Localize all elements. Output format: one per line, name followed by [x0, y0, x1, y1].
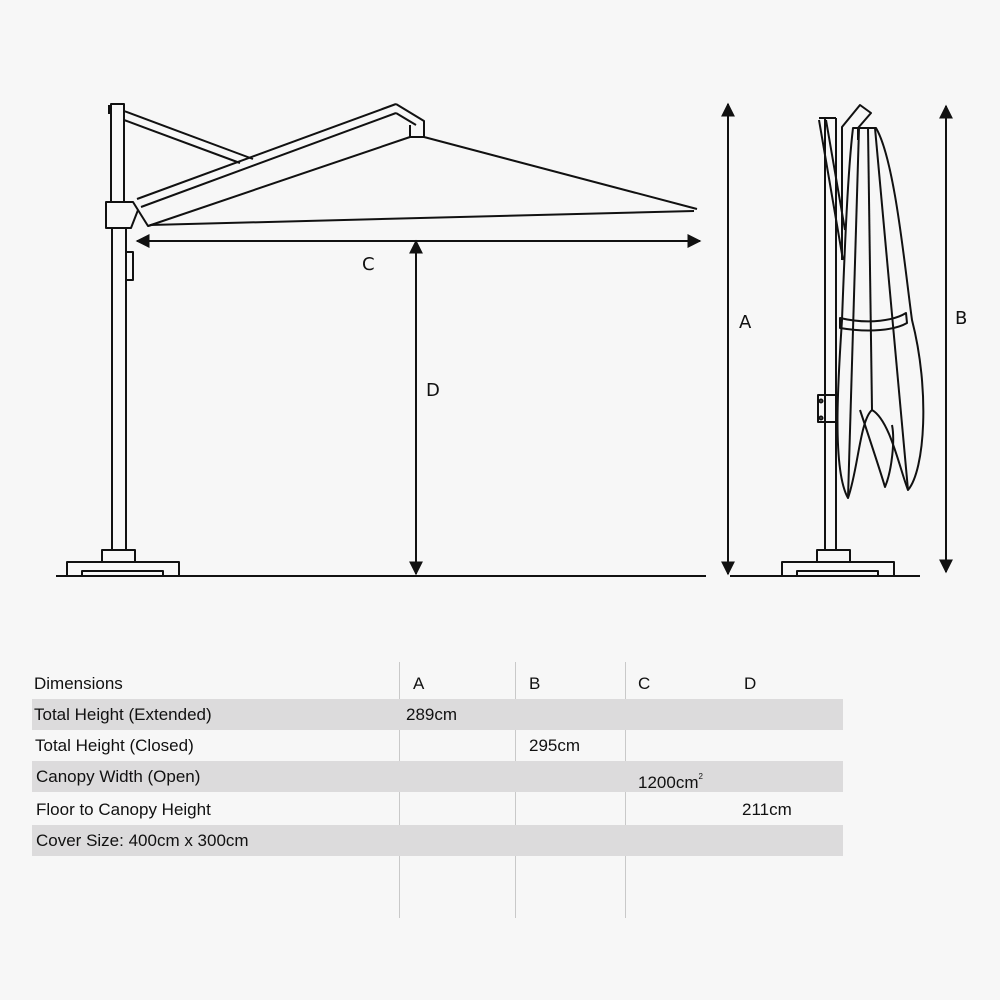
- parasol-dimension-drawing: [56, 102, 953, 577]
- canopy-bottom-edge: [149, 210, 695, 226]
- header-a: A: [413, 674, 425, 693]
- header-d: D: [744, 674, 757, 693]
- header-c: C: [638, 674, 651, 693]
- row-value-b: 295cm: [529, 736, 581, 755]
- base-inner: [81, 570, 164, 577]
- open-parasol-view: [56, 102, 735, 577]
- row-label: Total Height (Closed): [35, 736, 194, 755]
- dimension-label-b: B: [955, 308, 968, 329]
- closed-parasol-view: [730, 104, 953, 577]
- row-value-c: 1200cm2: [638, 772, 703, 792]
- row-label: Cover Size: 400cm x 300cm: [36, 831, 249, 850]
- dimension-label-c: C: [362, 254, 375, 275]
- dimension-label-a: A: [739, 312, 752, 333]
- header-b: B: [529, 674, 541, 693]
- table-row: Floor to Canopy Height 211cm: [32, 794, 843, 825]
- row-value-d: 211cm: [742, 800, 792, 819]
- base-socket: [101, 549, 136, 563]
- dimension-label-d: D: [426, 380, 440, 401]
- header-dimensions: Dimensions: [34, 674, 123, 693]
- row-label: Total Height (Extended): [34, 705, 212, 724]
- table-row: Total Height (Extended) 289cm: [32, 699, 843, 730]
- table-row: Cover Size: 400cm x 300cm: [32, 825, 843, 856]
- table-header-row: Dimensions A B C D: [32, 668, 843, 699]
- row-label: Canopy Width (Open): [36, 767, 201, 786]
- row-value-a: 289cm: [406, 705, 458, 724]
- table-row: Canopy Width (Open) 1200cm2: [32, 761, 843, 792]
- hub: [105, 201, 139, 229]
- canopy-top-edge: [423, 136, 698, 210]
- table-row: Total Height (Closed) 295cm: [32, 730, 843, 761]
- row-label: Floor to Canopy Height: [36, 800, 211, 819]
